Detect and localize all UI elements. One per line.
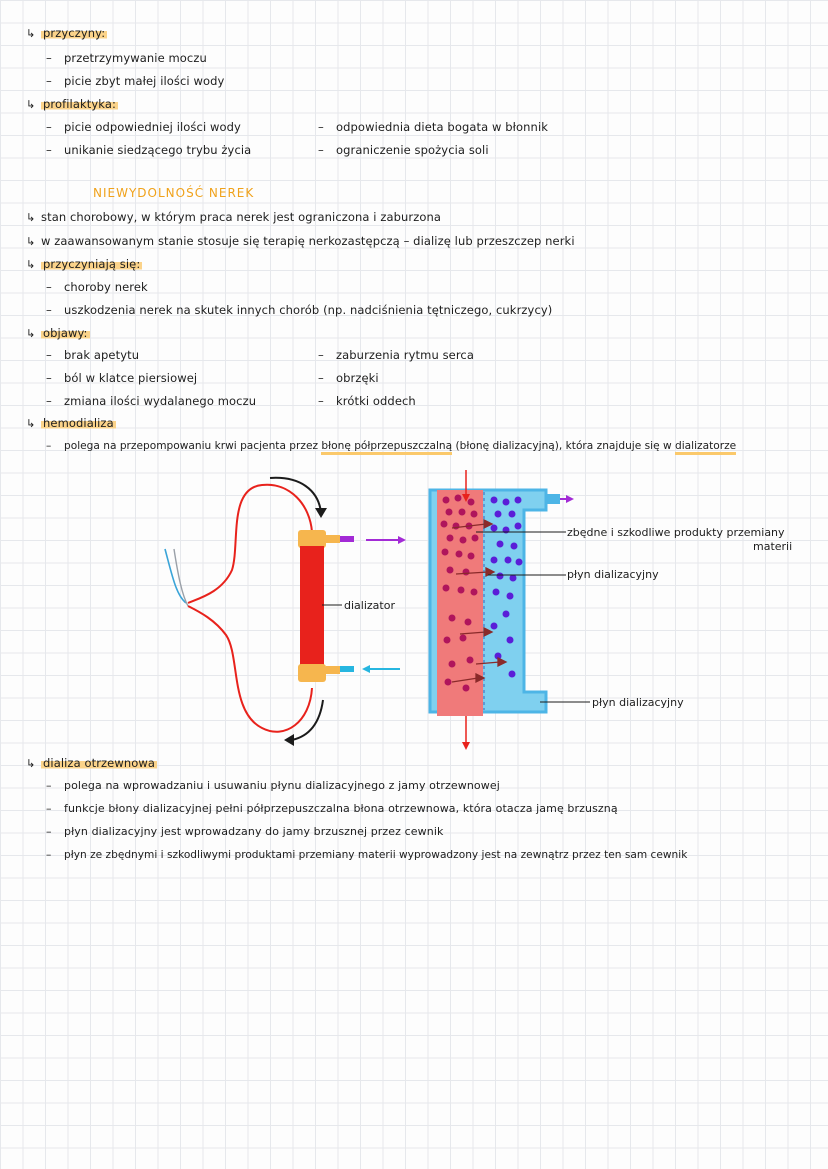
causes-header-line: ↳ przyczyny: — [26, 26, 108, 41]
dialyzer-cap-bottom — [298, 664, 326, 682]
list-item: –funkcje błony dializacyjnej pełni półpr… — [46, 802, 618, 815]
list-item: –brak apetytu — [46, 348, 140, 362]
blood-in-arrow-icon — [462, 494, 470, 502]
purple-arrow-icon — [398, 536, 406, 544]
list-item: –obrzęki — [318, 371, 379, 385]
outlet-arrow-icon — [566, 495, 574, 503]
arrow-icon: ↳ — [26, 98, 36, 111]
section-title: NIEWYDOLNOŚĆ NEREK — [93, 186, 255, 200]
purple-outlet — [340, 536, 354, 542]
arrow-icon: ↳ — [26, 327, 36, 340]
waste-label-2: materii — [753, 540, 793, 553]
dialyzer-label: dializator — [344, 599, 395, 612]
patient-line-blue — [164, 548, 187, 604]
dialyzer-port-bottom — [326, 666, 340, 674]
advanced-line: ↳w zaawansowanym stanie stosuje się tera… — [26, 234, 575, 248]
list-item: –odpowiednia dieta bogata w błonnik — [318, 120, 549, 134]
blood-tube-top — [187, 483, 313, 604]
list-item: –zaburzenia rytmu serca — [318, 348, 474, 362]
contributing-header-line: ↳ przyczyniają się: — [26, 257, 143, 272]
dialyzer-body — [300, 546, 324, 666]
red-particles — [440, 494, 479, 692]
dialyzer-port-top — [326, 535, 340, 543]
list-item: –polega na wprowadzaniu i usuwaniu płynu… — [46, 779, 500, 792]
arrow-icon: ↳ — [26, 235, 36, 248]
list-item: –picie zbyt małej ilości wody — [46, 74, 225, 88]
list-item: –krótki oddech — [318, 394, 416, 408]
list-item: –uszkodzenia nerek na skutek innych chor… — [46, 303, 553, 317]
blood-tube-bottom — [187, 605, 313, 733]
flow-arrow-top-icon — [269, 476, 322, 513]
waste-label: zbędne i szkodliwe produkty przemiany — [567, 526, 785, 539]
hemodialysis-desc: –polega na przepompowaniu krwi pacjenta … — [46, 439, 737, 455]
list-item: –płyn ze zbędnymi i szkodliwymi produkta… — [46, 849, 688, 861]
list-item: –choroby nerek — [46, 280, 148, 294]
list-item: –picie odpowiedniej ilości wody — [46, 120, 241, 134]
dialyzer-cap-top — [298, 530, 326, 548]
hemodialysis-header: hemodializa — [41, 416, 116, 430]
causes-header: przyczyny: — [41, 26, 108, 40]
symptoms-header-line: ↳ objawy: — [26, 326, 90, 341]
list-item: –przetrzymywanie moczu — [46, 51, 207, 65]
peritoneal-header-line: ↳ dializa otrzewnowa — [26, 756, 158, 771]
arrow-icon: ↳ — [26, 211, 36, 224]
patient-line-gray — [173, 548, 189, 607]
cyan-inlet — [340, 666, 354, 672]
arrow-icon: ↳ — [26, 757, 36, 770]
list-item: –płyn dializacyjny jest wprowadzany do j… — [46, 825, 444, 838]
prevention-header: profilaktyka: — [41, 97, 118, 111]
contributing-header: przyczyniają się: — [41, 257, 143, 271]
list-item: –ograniczenie spożycia soli — [318, 143, 489, 157]
flow-arrowhead-top-icon — [315, 508, 327, 518]
dialyzer-term: dializatorze — [675, 440, 737, 455]
prevention-header-line: ↳ profilaktyka: — [26, 97, 118, 112]
diffusion-arrows — [451, 518, 508, 684]
fluid-label-bottom: płyn dializacyjny — [592, 696, 684, 709]
arrow-icon: ↳ — [26, 27, 36, 40]
list-item: –unikanie siedzącego trybu życia — [46, 143, 252, 157]
fluid-outlet — [546, 494, 560, 504]
blue-particles — [490, 496, 523, 678]
peritoneal-header: dializa otrzewnowa — [41, 756, 158, 770]
list-item: –ból w klatce piersiowej — [46, 371, 198, 385]
blood-out-arrow-icon — [462, 742, 470, 750]
arrow-icon: ↳ — [26, 417, 36, 430]
hemodialysis-header-line: ↳ hemodializa — [26, 416, 116, 431]
definition-line: ↳stan chorobowy, w którym praca nerek je… — [26, 210, 442, 224]
arrow-icon: ↳ — [26, 258, 36, 271]
symptoms-header: objawy: — [41, 326, 90, 340]
cyan-arrow-icon — [362, 665, 370, 673]
fluid-label-top: płyn dializacyjny — [567, 568, 659, 581]
flow-arrowhead-bottom-icon — [284, 734, 294, 746]
list-item: –zmiana ilości wydalanego moczu — [46, 394, 257, 408]
membrane-term: błonę półprzepuszczalną — [321, 440, 453, 455]
flow-arrow-bottom-icon — [291, 699, 324, 741]
